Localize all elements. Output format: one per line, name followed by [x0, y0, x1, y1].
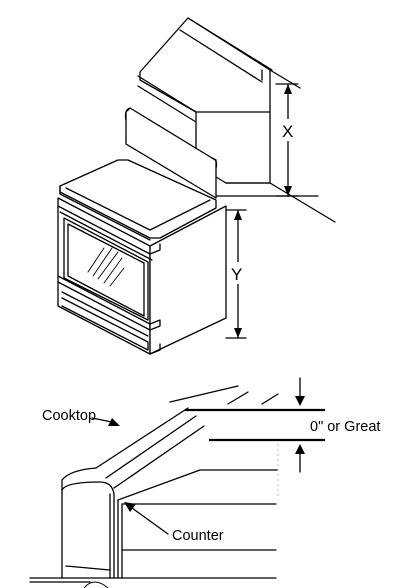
dimension-y — [225, 209, 247, 339]
x-dimension-label: X — [282, 122, 293, 141]
cooktop-label: Cooktop — [42, 408, 96, 424]
clearance-label: 0" or Great — [310, 419, 380, 435]
range — [57, 107, 227, 355]
cooktop-leader — [91, 417, 120, 426]
dimension-x — [275, 83, 299, 197]
wall-lines — [214, 69, 336, 223]
y-dimension-label: Y — [231, 265, 242, 284]
upper-cabinet — [137, 17, 273, 184]
cooktop-detail — [29, 377, 326, 588]
counter-label: Counter — [172, 528, 224, 544]
counter-leader — [124, 502, 169, 535]
